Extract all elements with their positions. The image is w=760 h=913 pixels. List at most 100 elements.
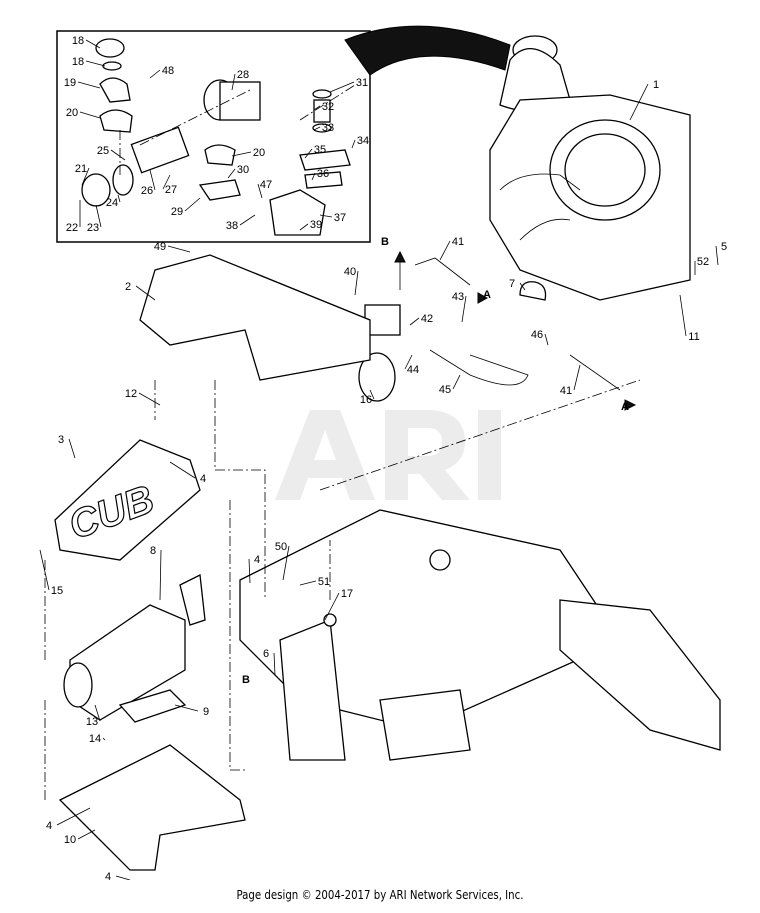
leader-line [77,829,96,840]
leader-line [439,240,451,261]
leader-line [149,69,161,79]
part-callout-2: 2 [125,281,131,293]
chassis-frame [239,509,721,761]
part-callout-11: 11 [688,331,699,343]
leader-line [629,83,649,121]
inset-callout-32: 32 [322,101,334,113]
leader-line [174,704,199,712]
part-callout-52: 52 [697,256,709,268]
inset-callout-21: 21 [75,163,87,175]
leader-line [452,374,461,390]
leader-line [39,549,50,591]
part-callout-12: 12 [125,388,137,400]
part-callout-13: 13 [86,716,98,728]
leader-line [110,149,126,161]
part-callout-44: 44 [407,364,419,376]
inset-callout-20: 20 [66,107,78,119]
heat-shield [58,744,246,871]
leader-line [227,168,236,179]
leader-line [231,151,252,157]
inset-callout-35: 35 [314,144,326,156]
inset-callout-33: 33 [322,122,334,134]
part-callout-6: 6 [263,648,269,660]
inset-callout-31: 31 [356,77,368,89]
leader-line [351,139,356,149]
part-callout-4: 4 [105,871,111,880]
part-callout-A: A [483,289,491,301]
part-callout-50: 50 [275,541,287,553]
part-callout-40: 40 [344,266,356,278]
ari-watermark [275,410,501,500]
leader-line [354,270,359,296]
leader-line [282,545,290,581]
inset-callout-38: 38 [226,220,238,232]
leader-line [56,807,91,826]
leader-line [404,354,413,370]
cub-logo-plate: CUB [54,439,201,561]
inset-callout-26: 26 [141,185,153,197]
leader-line [138,392,161,406]
part-callout-1: 1 [653,79,659,91]
engine-panel [139,254,371,381]
leader-line [299,580,317,586]
inset-callout-28: 28 [237,69,249,81]
inset-callout-29: 29 [171,206,183,218]
part-callout-A: A [621,401,629,413]
part-callout-9: 9 [203,706,209,718]
leader-line [162,174,171,190]
leader-line [409,317,420,326]
leader-line [715,245,719,266]
part-callout-7: 7 [509,278,515,290]
leader-line [159,549,162,601]
inset-callout-37: 37 [334,212,346,224]
leader-line [248,558,251,584]
leader-line [273,652,276,676]
leader-line [319,214,333,218]
leader-line [167,245,191,253]
muffler [63,574,206,723]
assembly-lines [44,379,641,800]
leader-line [149,169,156,191]
leader-line [231,73,236,91]
leader-line [573,364,581,391]
part-callout-51: 51 [318,576,330,588]
leader-line [239,214,256,226]
inset-callout-22: 22 [66,222,78,234]
leader-line [102,737,106,741]
leader-line [95,204,102,228]
leader-line [77,81,101,89]
inset-callout-18: 18 [72,35,84,47]
part-callout-3: 3 [58,434,64,446]
leader-line [544,333,549,346]
part-callout-8: 8 [150,545,156,557]
inset-callout-36: 36 [317,168,329,180]
leader-line [85,39,101,49]
part-callout-46: 46 [531,329,543,341]
inset-callout-18: 18 [72,56,84,68]
copyright-footer: Page design © 2004-2017 by ARI Network S… [236,888,524,902]
leader-line [299,223,309,231]
inset-pointer [344,25,511,76]
inset-callout-30: 30 [237,164,249,176]
leader-line [79,111,101,119]
leader-line [81,167,90,186]
leader-line [115,875,131,880]
oil-lines [358,250,637,411]
part-callout-16: 16 [360,394,372,406]
part-callout-5: 5 [721,241,727,253]
part-callout-4: 4 [46,820,52,832]
leader-line [94,704,101,722]
leader-line [68,438,76,459]
part-callout-17: 17 [341,588,353,600]
inset-callout-39: 39 [310,219,322,231]
part-callout-43: 43 [452,291,464,303]
leader-line [324,592,340,621]
leader-line [257,183,263,199]
leader-line [313,105,321,111]
part-callout-49: 49 [154,241,166,253]
inset-callout-34: 34 [357,135,369,147]
part-callout-41: 41 [452,236,464,248]
part-callout-4: 4 [254,554,260,566]
